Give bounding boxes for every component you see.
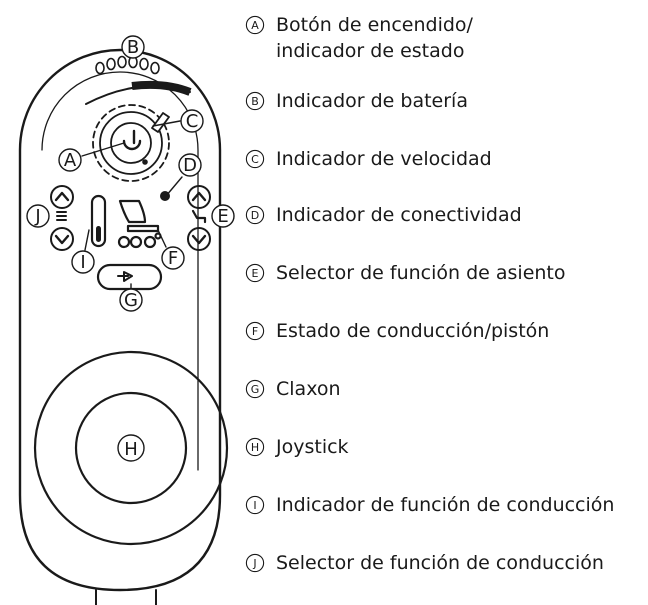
speed-pointer xyxy=(151,112,170,133)
legend-letter-e: E xyxy=(244,262,266,284)
callout-a: A xyxy=(58,148,82,172)
svg-text:E: E xyxy=(252,267,259,280)
drive-up-button xyxy=(50,185,74,209)
svg-text:C: C xyxy=(251,153,259,166)
svg-text:H: H xyxy=(124,439,138,460)
callout-d: D xyxy=(178,153,202,177)
callout-c: C xyxy=(180,109,204,133)
controller-housing xyxy=(18,48,222,592)
drive-menu-icon xyxy=(56,211,67,221)
legend-item-g: G Claxon xyxy=(244,376,341,402)
callout-h: H xyxy=(117,434,145,462)
battery-led-row xyxy=(95,55,160,75)
legend-text: Indicador de función de conducción xyxy=(276,494,615,516)
legend-text: Selector de función de asiento xyxy=(276,262,566,284)
legend-text: Indicador de conectividad xyxy=(276,204,522,226)
svg-text:B: B xyxy=(127,37,139,58)
svg-text:I: I xyxy=(80,252,85,273)
legend-letter-i: I xyxy=(244,494,266,516)
callout-j: J xyxy=(26,204,50,228)
svg-text:B: B xyxy=(251,95,259,108)
svg-text:A: A xyxy=(251,19,259,32)
cable-stub xyxy=(95,589,157,605)
seat-up-button xyxy=(187,185,211,209)
svg-text:F: F xyxy=(252,325,258,338)
legend-text: Claxon xyxy=(276,378,341,400)
legend-item-j: J Selector de función de conducción xyxy=(244,550,604,576)
svg-text:D: D xyxy=(251,209,259,222)
legend-item-h: H Joystick xyxy=(244,434,349,460)
svg-text:C: C xyxy=(186,111,199,132)
callout-e: E xyxy=(211,204,235,228)
legend-item-f: F Estado de conducción/pistón xyxy=(244,318,549,344)
callout-b: B xyxy=(121,35,145,59)
svg-text:I: I xyxy=(253,499,256,512)
legend-letter-j: J xyxy=(244,552,266,574)
legend-text: Indicador de velocidad xyxy=(276,148,492,170)
svg-text:J: J xyxy=(34,206,40,227)
legend-item-b: B Indicador de batería xyxy=(244,88,468,114)
callout-g: G xyxy=(119,288,143,312)
legend-letter-b: B xyxy=(244,90,266,112)
svg-text:J: J xyxy=(252,557,256,570)
svg-text:D: D xyxy=(183,155,197,176)
legend-item-a: A Botón de encendido/ indicador de estado xyxy=(244,12,473,64)
legend-item-e: E Selector de función de asiento xyxy=(244,260,566,286)
seat-recline-icon xyxy=(191,209,207,224)
joystick-outer-ring xyxy=(33,350,229,546)
legend-letter-a: A xyxy=(244,14,266,36)
drive-function-bar xyxy=(90,194,107,248)
legend-letter-h: H xyxy=(244,436,266,458)
callout-i: I xyxy=(71,250,95,274)
legend-text: Selector de función de conducción xyxy=(276,552,604,574)
seat-down-button xyxy=(187,227,211,251)
drive-down-button xyxy=(50,227,74,251)
legend-letter-f: F xyxy=(244,320,266,342)
legend-item-c: C Indicador de velocidad xyxy=(244,146,492,172)
legend-text: Indicador de batería xyxy=(276,90,468,112)
svg-text:E: E xyxy=(217,206,228,227)
legend-text: Botón de encendido/ indicador de estado xyxy=(276,14,473,62)
svg-text:G: G xyxy=(251,383,260,396)
power-button-gear xyxy=(92,104,170,182)
svg-text:F: F xyxy=(168,248,178,269)
legend-letter-c: C xyxy=(244,148,266,170)
legend-item-d: D Indicador de conectividad xyxy=(244,202,522,228)
legend-text: Estado de conducción/pistón xyxy=(276,320,550,342)
svg-text:G: G xyxy=(124,290,138,311)
svg-text:H: H xyxy=(251,441,259,454)
callout-f: F xyxy=(161,246,185,270)
speed-arc-fill xyxy=(131,80,192,96)
legend-text: Joystick xyxy=(276,436,349,458)
legend-letter-d: D xyxy=(244,204,266,226)
svg-text:A: A xyxy=(64,150,77,171)
legend-letter-g: G xyxy=(244,378,266,400)
legend-item-i: I Indicador de función de conducción xyxy=(244,492,614,518)
joystick-knob xyxy=(74,391,188,505)
